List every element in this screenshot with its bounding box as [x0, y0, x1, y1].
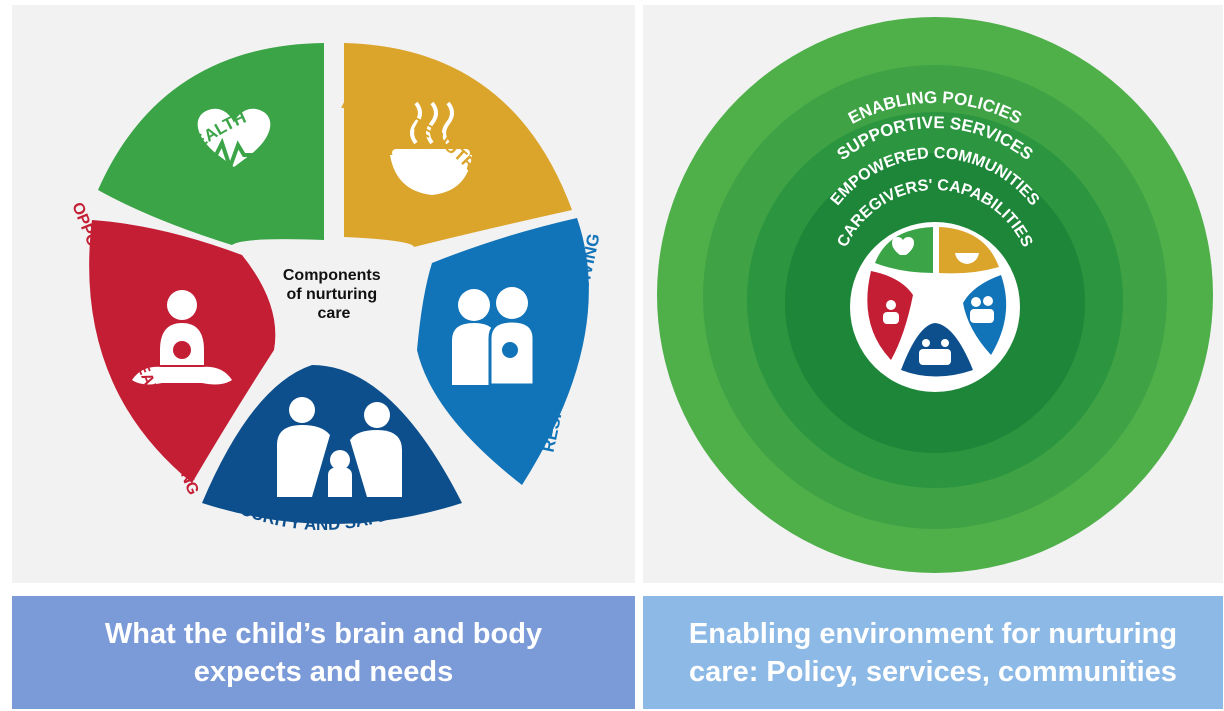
svg-text:Components of nurturing: Components of nurturing care [283, 267, 385, 322]
enabling-environment-panel: ENABLING POLICIES SUPPORTIVE SERVICES EM… [643, 5, 1223, 583]
center-label-line-2: of nurturing [286, 286, 377, 303]
center-label-line-1: Components [283, 267, 381, 284]
child-playing-icon [132, 290, 232, 385]
enabling-environment-rings: ENABLING POLICIES SUPPORTIVE SERVICES EM… [657, 17, 1213, 573]
steaming-bowl-icon [390, 101, 472, 195]
right-caption-line-2: care: Policy, services, communities [689, 655, 1177, 688]
nurturing-care-components-panel: Components of nurturing care GOOD HEALTH… [12, 5, 635, 583]
adequate-nutrition-segment [344, 43, 572, 247]
right-caption-line-1: Enabling environment for nurturing [688, 617, 1178, 650]
left-caption-box: What the child’s brain and body expects … [12, 596, 635, 709]
components-wheel: Components of nurturing care GOOD HEALTH… [68, 43, 604, 534]
left-caption-line-1: What the child’s brain and body [104, 617, 543, 650]
heart-pulse-icon [192, 108, 274, 174]
center-label-line-3: care [318, 305, 351, 322]
mini-components-wheel [867, 227, 1007, 377]
family-shelter-icon [277, 397, 402, 497]
right-caption-box: Enabling environment for nurturing care:… [643, 596, 1223, 709]
left-caption-line-2: expects and needs [193, 655, 454, 688]
parents-with-baby-icon [452, 287, 536, 387]
